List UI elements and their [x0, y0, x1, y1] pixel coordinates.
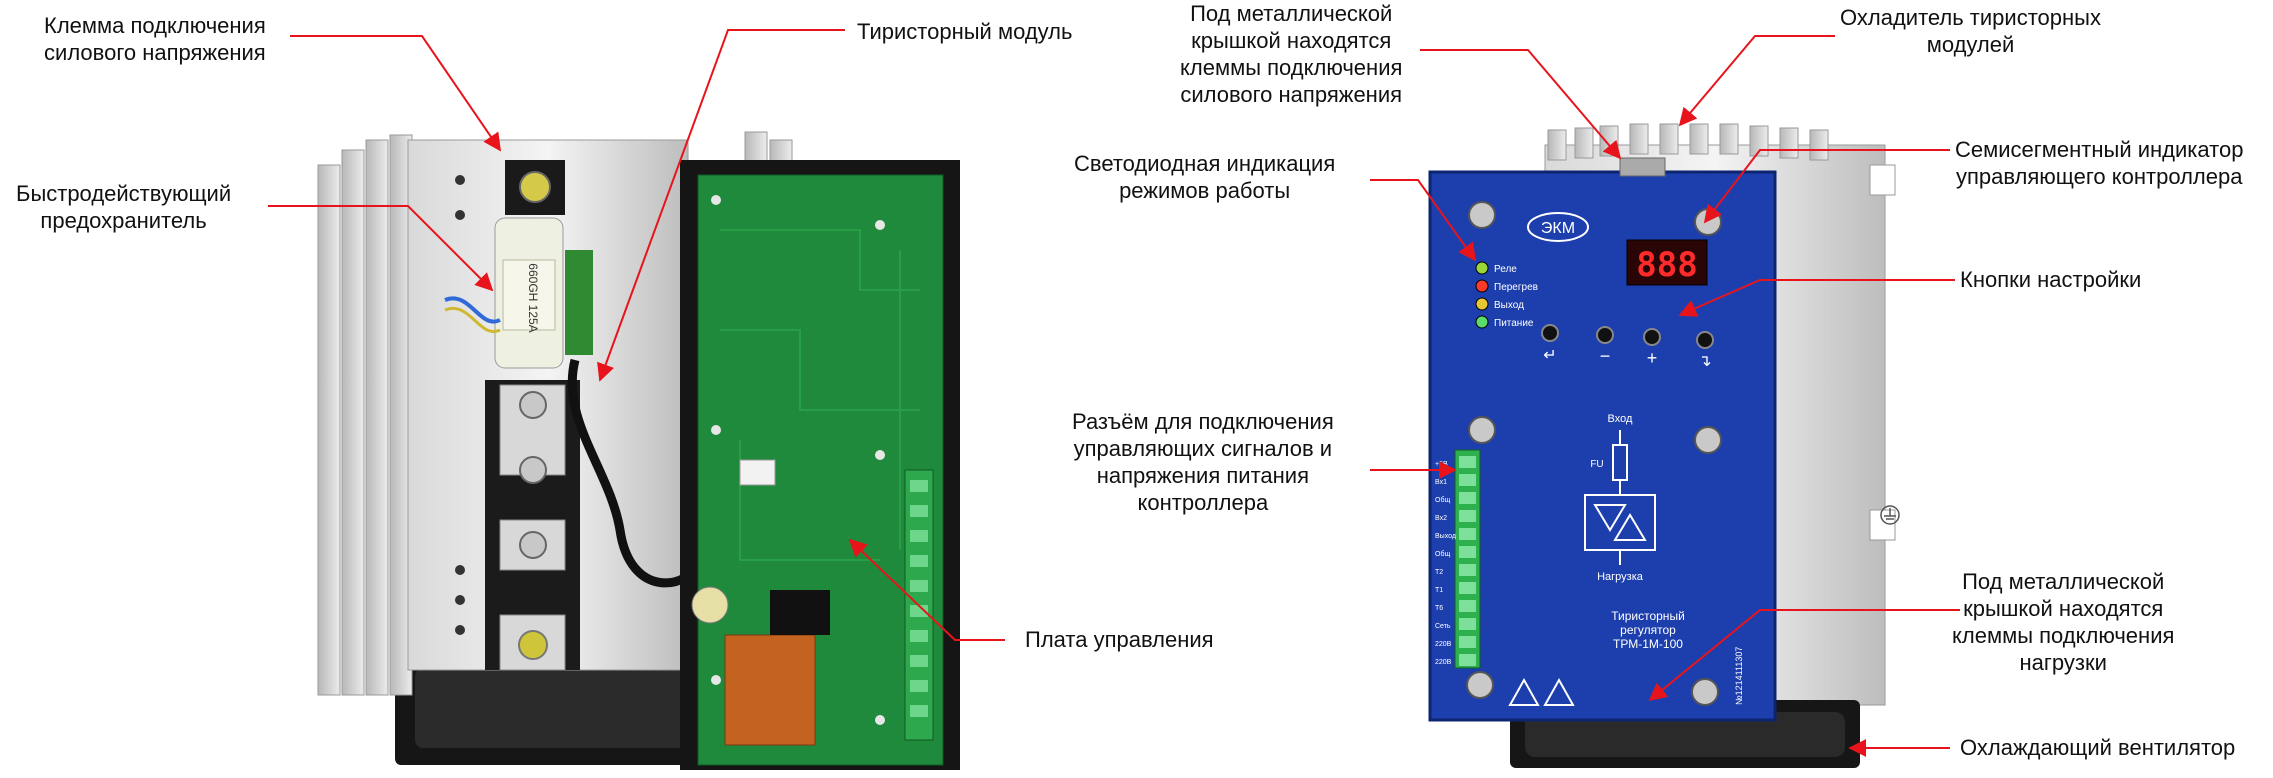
pin-label: Вх2	[1435, 515, 1447, 522]
pin-label: Т1	[1435, 587, 1443, 594]
label-line: режимов работы	[1119, 178, 1291, 203]
opened-device: 660GH 125A	[317, 131, 960, 770]
brand-logo: ЭКМ	[1541, 220, 1575, 237]
label-line: напряжения питания	[1096, 463, 1309, 488]
label-line: крышкой находятся	[1963, 596, 2164, 621]
arrow-setup-buttons	[1678, 279, 1955, 317]
pin-label: 220В	[1435, 659, 1452, 666]
panel-screws	[1466, 201, 1722, 706]
label-line: клеммы подключения	[1180, 55, 1403, 80]
label-fan: Охлаждающий вентилятор	[1960, 735, 2236, 760]
label-line: силового напряжения	[44, 40, 266, 65]
label-seven-segment: Семисегментный индикатор управляющего ко…	[1955, 136, 2243, 190]
label-line: Под металлической	[1190, 1, 1393, 26]
schematic-load: Нагрузка	[1597, 571, 1644, 583]
seven-segment-display	[1626, 239, 1708, 286]
pin-label: Сеть	[1435, 623, 1451, 630]
label-thyristor-module: Тиристорный модуль	[857, 19, 1073, 44]
schematic-fu: FU	[1590, 459, 1603, 470]
led-label-overheat: Перегрев	[1494, 282, 1538, 293]
schematic-input: Вход	[1608, 413, 1633, 425]
arrow-power-terminal	[290, 35, 502, 152]
label-line: Клемма подключения	[44, 13, 266, 38]
pin-label: 220В	[1435, 641, 1452, 648]
pin-label: Вх1	[1435, 479, 1447, 486]
label-line: Семисегментный индикатор	[1955, 137, 2244, 162]
label-line: контроллера	[1137, 490, 1269, 515]
arrow-seven-segment	[1703, 149, 1950, 224]
button-plus[interactable]	[1643, 328, 1661, 346]
arrow-control-board	[848, 538, 1005, 641]
label-line: модулей	[1926, 32, 2015, 57]
front-device: ЭКМ 888 Реле Перегрев Выход Питание ↵ − …	[1428, 123, 1900, 768]
label-line: клеммы подключения	[1952, 623, 2175, 648]
label-cooler: Охладитель тиристорных модулей	[1840, 4, 2101, 58]
label-line: нагрузки	[2019, 650, 2107, 675]
pin-label: Общ	[1435, 496, 1450, 504]
led-label-relay: Реле	[1494, 264, 1517, 275]
label-power-terminal: Клемма подключения силового напряжения	[44, 12, 266, 66]
arrow-led-indication	[1370, 179, 1477, 262]
button-exit[interactable]	[1696, 331, 1714, 349]
label-line: силового напряжения	[1180, 82, 1403, 107]
setup-buttons[interactable]: ↵ − + ↴	[1541, 324, 1714, 370]
label-metal-cover-load: Под металлической крышкой находятся клем…	[1952, 568, 2174, 676]
button-exit-label: ↴	[1698, 353, 1711, 370]
pin-label: Т2	[1435, 569, 1443, 576]
device-title-line2: регулятор	[1620, 623, 1676, 637]
button-minus-label: −	[1600, 346, 1611, 366]
arrow-metal-cover-load	[1648, 609, 1960, 702]
label-connector: Разъём для подключения управляющих сигна…	[1072, 408, 1334, 516]
pin-label: Выход	[1435, 533, 1456, 540]
arrow-thyristor-module	[597, 29, 845, 382]
label-line: Под металлической	[1962, 569, 2165, 594]
arrow-fast-fuse	[268, 205, 494, 292]
led-label-output: Выход	[1494, 300, 1524, 311]
pin-label: Общ	[1435, 550, 1450, 558]
front-panel	[1428, 170, 1777, 722]
arrow-cooler	[1678, 35, 1835, 127]
label-line: Охладитель тиристорных	[1840, 5, 2101, 30]
fuse-label: 660GH 125A	[526, 263, 540, 332]
label-line: Быстродействующий	[16, 181, 232, 206]
label-line: Светодиодная индикация	[1074, 151, 1336, 176]
button-minus[interactable]	[1596, 326, 1614, 344]
label-line: Разъём для подключения	[1072, 409, 1334, 434]
ground-icon	[1880, 505, 1900, 525]
callout-arrows	[268, 29, 1960, 757]
arrow-metal-cover-power	[1420, 49, 1622, 160]
device-title-line3: ТРМ-1М-100	[1613, 637, 1683, 651]
pin-label: +5В	[1435, 461, 1448, 468]
label-line: управляющего контроллера	[1955, 164, 2243, 189]
led-label-power: Питание	[1494, 318, 1534, 329]
transformer	[724, 634, 816, 746]
device-title-line1: Тиристорный	[1611, 609, 1685, 623]
label-led-indication: Светодиодная индикация режимов работы	[1074, 150, 1335, 204]
signal-connector[interactable]	[1454, 449, 1481, 669]
label-setup-buttons: Кнопки настройки	[1960, 267, 2142, 292]
button-enter[interactable]	[1541, 324, 1559, 342]
label-metal-cover-power: Под металлической крышкой находятся клем…	[1180, 0, 1402, 108]
label-line: управляющих сигналов и	[1073, 436, 1333, 461]
serial-number: №1214111307	[1734, 647, 1744, 705]
display-digits: 888	[1636, 245, 1697, 285]
pin-label: Т6	[1435, 605, 1443, 612]
label-fast-fuse: Быстродействующий предохранитель	[16, 180, 231, 234]
label-line: предохранитель	[40, 208, 207, 233]
label-line: крышкой находятся	[1191, 28, 1392, 53]
label-control-board: Плата управления	[1025, 627, 1214, 652]
status-leds: Реле Перегрев Выход Питание	[1475, 261, 1538, 329]
thyristor-schematic: Вход FU Нагрузка	[1584, 413, 1656, 583]
button-enter-label: ↵	[1543, 347, 1556, 364]
button-plus-label: +	[1647, 348, 1658, 368]
warning-icons	[1508, 677, 1575, 706]
